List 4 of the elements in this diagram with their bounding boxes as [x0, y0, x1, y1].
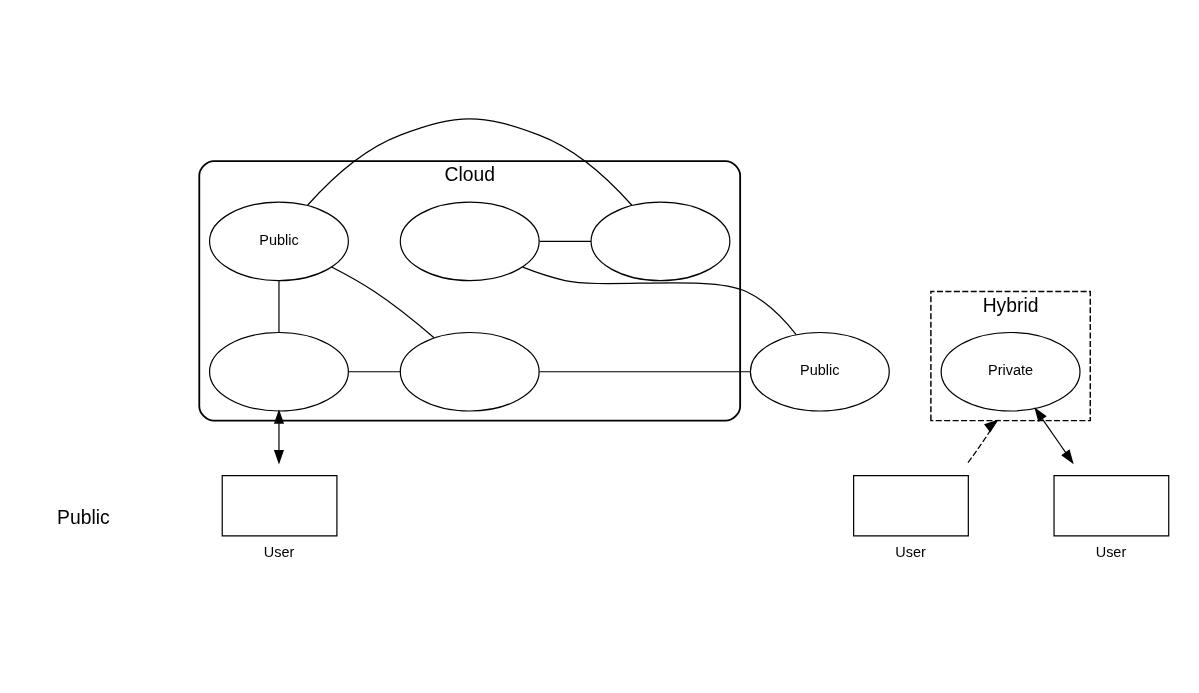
node-label: User — [895, 543, 926, 560]
node-label: User — [1095, 543, 1127, 560]
label: Public — [57, 506, 110, 528]
node-label: User — [263, 543, 295, 560]
